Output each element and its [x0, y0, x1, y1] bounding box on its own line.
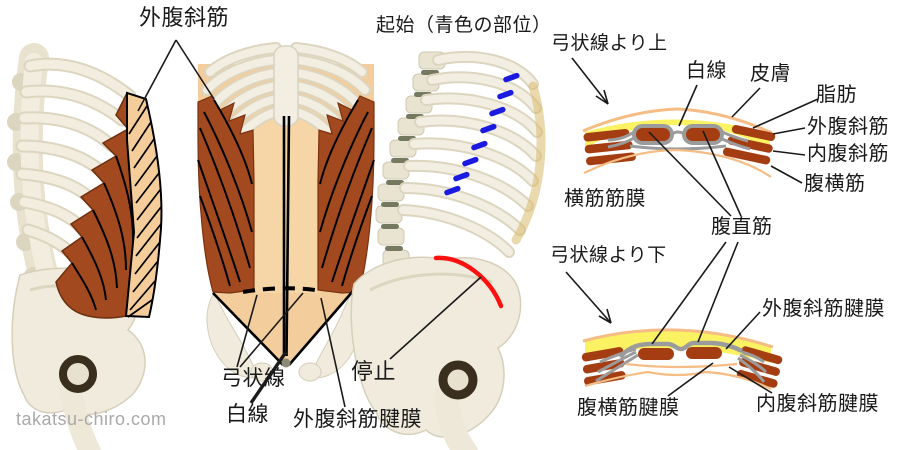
left-lateral-figure [7, 43, 163, 450]
fat-layer [585, 119, 770, 150]
label-linea-alba: 白線 [226, 403, 269, 426]
front-torso-figure [197, 42, 375, 382]
label-transversalis-fascia: 横筋筋膜 [564, 188, 646, 210]
skin-line [582, 328, 774, 349]
external-oblique-muscle-overlay [55, 91, 163, 319]
femur-head [59, 355, 97, 393]
pelvis-lateral [350, 256, 522, 450]
label-eo-aponeurosis: 外腹斜筋腱膜 [293, 408, 422, 431]
external-internal-transversus-right [722, 125, 776, 165]
origin-insertion-figure [350, 51, 546, 450]
label-cs-lower-title: 弓状線より下 [550, 245, 667, 266]
watermark: takatsu-chiro.com [16, 409, 167, 429]
arcuate-dashed-line [242, 286, 323, 294]
label-skin: 皮膚 [750, 63, 791, 85]
ribs [15, 57, 137, 263]
pelvis-front [206, 290, 362, 382]
skin-line [582, 107, 773, 135]
ribs-lateral [397, 51, 546, 258]
label-fat: 脂肪 [816, 84, 857, 106]
label-arcuate-line: 弓状線 [221, 367, 286, 390]
label-insertion: 停止 [351, 359, 397, 384]
label-origin-title: 起始（青色の部位） [376, 15, 552, 36]
external-oblique-left [197, 95, 255, 294]
transversalis-fascia-line [583, 148, 772, 178]
label-external-oblique-main: 外腹斜筋 [139, 5, 230, 30]
insertion-line [433, 255, 504, 309]
cross-section-lower [581, 328, 783, 390]
label-linea-alba-upper: 白線 [686, 60, 727, 82]
rectus-abdominis-sections [638, 347, 722, 360]
label-io-aponeurosis-cs: 内腹斜筋腱膜 [756, 393, 879, 415]
leader-lines [137, 39, 819, 408]
label-cs-upper-title: 弓状線より上 [551, 33, 668, 54]
costal-cartilage [511, 81, 546, 245]
transversalis-fascia-line [625, 362, 738, 369]
rectus-abdominis-sections [632, 124, 724, 145]
bottom-skin-line [584, 370, 772, 390]
label-eo-aponeurosis-cs: 外腹斜筋腱膜 [762, 298, 885, 320]
rectus-sheath [253, 110, 319, 293]
label-ta-aponeurosis-cs: 腹横筋腱膜 [577, 397, 680, 419]
label-internal-oblique-cs: 内腹斜筋 [807, 143, 889, 165]
anterior-sheath-line [618, 340, 744, 359]
label-rectus-abdominis: 腹直筋 [711, 216, 773, 238]
label-external-oblique-cs: 外腹斜筋 [807, 116, 889, 138]
pubic-point [281, 358, 291, 368]
label-transversus-cs: 腹横筋 [804, 173, 866, 195]
sternum [273, 45, 299, 127]
cross-section-upper [582, 107, 776, 178]
aponeurosis-hatched-overlay [124, 91, 163, 319]
origin-marks [444, 72, 520, 196]
femur-head [438, 360, 478, 400]
aponeurosis-fans [595, 347, 768, 383]
